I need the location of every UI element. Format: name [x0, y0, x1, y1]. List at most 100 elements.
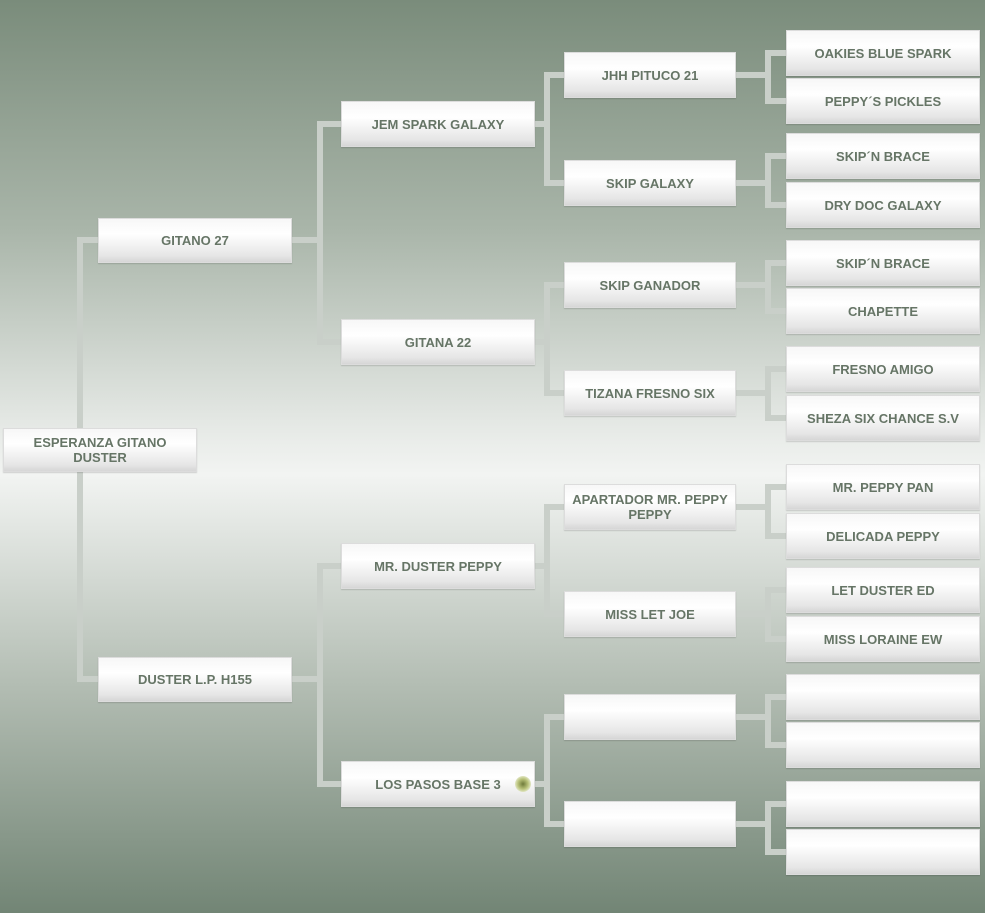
- connector-line: [317, 121, 323, 345]
- connector-line: [765, 742, 786, 748]
- horse-name: JEM SPARK GALAXY: [371, 116, 505, 132]
- connector-line: [77, 676, 98, 682]
- connector-line: [765, 636, 786, 642]
- great-great-grandparent-box[interactable]: MISS LORAINE EW: [786, 616, 980, 662]
- great-great-grandparent-box[interactable]: LET DUSTER ED: [786, 567, 980, 613]
- subject-box[interactable]: ESPERANZA GITANO DUSTER: [3, 428, 197, 472]
- horse-name: LOS PASOS BASE 3: [375, 776, 501, 792]
- connector-line: [765, 587, 771, 642]
- great-great-grandparent-box[interactable]: MR. PEPPY PAN: [786, 464, 980, 510]
- horse-name: GITANA 22: [404, 334, 472, 350]
- great-great-grandparent-box[interactable]: SKIP´N BRACE: [786, 240, 980, 286]
- connector-line: [544, 504, 550, 617]
- parent-box[interactable]: DUSTER L.P. H155: [98, 656, 292, 702]
- connector-line: [765, 694, 786, 700]
- connector-line: [765, 801, 771, 855]
- connector-line: [544, 390, 564, 396]
- great-great-grandparent-box[interactable]: [786, 674, 980, 720]
- great-great-grandparent-box[interactable]: [786, 829, 980, 875]
- connector-line: [765, 694, 771, 748]
- parent-box[interactable]: GITANO 27: [98, 217, 292, 263]
- horse-name: SKIP GANADOR: [599, 277, 701, 293]
- grandparent-box[interactable]: JEM SPARK GALAXY: [341, 101, 535, 147]
- great-great-grandparent-box[interactable]: [786, 781, 980, 827]
- great-grandparent-box[interactable]: SKIP GANADOR: [564, 262, 736, 308]
- great-great-grandparent-box[interactable]: CHAPETTE: [786, 288, 980, 334]
- great-great-grandparent-box[interactable]: SKIP´N BRACE: [786, 133, 980, 179]
- connector-line: [765, 153, 786, 159]
- connector-line: [544, 72, 564, 78]
- connector-line: [77, 237, 98, 243]
- connector-line: [736, 180, 771, 186]
- connector-line: [544, 714, 564, 720]
- horse-name: OAKIES BLUE SPARK: [814, 45, 952, 61]
- horse-name: DUSTER L.P. H155: [138, 671, 252, 687]
- connector-line: [765, 98, 786, 104]
- connector-line: [736, 714, 771, 720]
- connector-line: [765, 366, 786, 372]
- horse-name: SKIP´N BRACE: [836, 148, 930, 164]
- connector-line: [736, 504, 771, 510]
- connector-line: [544, 282, 550, 396]
- great-grandparent-box[interactable]: [564, 694, 736, 740]
- connector-line: [544, 180, 564, 186]
- connector-line: [765, 50, 786, 56]
- grandparent-box[interactable]: MR. DUSTER PEPPY: [341, 543, 535, 589]
- horse-name: PEPPY´S PICKLES: [824, 93, 942, 109]
- connector-line: [765, 801, 786, 807]
- great-grandparent-box[interactable]: [564, 801, 736, 847]
- connector-line: [544, 282, 564, 288]
- connector-line: [317, 121, 341, 127]
- horse-name: DRY DOC GALAXY: [824, 197, 942, 213]
- connector-line: [736, 611, 771, 617]
- connector-line: [292, 237, 323, 243]
- horse-name: MR. DUSTER PEPPY: [374, 558, 502, 574]
- connector-line: [317, 563, 323, 787]
- connector-line: [765, 415, 786, 421]
- horse-name: LET DUSTER ED: [831, 582, 935, 598]
- connector-line: [765, 260, 771, 314]
- connector-line: [292, 676, 323, 682]
- horse-name: CHAPETTE: [847, 303, 919, 319]
- great-grandparent-box[interactable]: SKIP GALAXY: [564, 160, 736, 206]
- horse-name: MISS LORAINE EW: [823, 631, 943, 647]
- connector-line: [765, 308, 786, 314]
- horse-name: SKIP´N BRACE: [836, 255, 930, 271]
- connector-line: [736, 821, 771, 827]
- connector-line: [544, 72, 550, 186]
- great-grandparent-box[interactable]: APARTADOR MR. PEPPY PEPPY: [564, 484, 736, 530]
- horse-name: TIZANA FRESNO SIX: [585, 385, 715, 401]
- grandparent-box[interactable]: LOS PASOS BASE 3: [341, 761, 535, 807]
- connector-line: [317, 781, 341, 787]
- horse-name: MISS LET JOE: [605, 606, 695, 622]
- connector-line: [535, 563, 550, 569]
- great-grandparent-box[interactable]: TIZANA FRESNO SIX: [564, 370, 736, 416]
- connector-line: [765, 50, 771, 104]
- horse-name: APARTADOR MR. PEPPY PEPPY: [572, 492, 728, 522]
- great-great-grandparent-box[interactable]: DELICADA PEPPY: [786, 513, 980, 559]
- connector-line: [765, 366, 771, 421]
- connector-line: [765, 533, 786, 539]
- connector-line: [765, 484, 771, 539]
- connector-line: [765, 849, 786, 855]
- horse-name: FRESNO AMIGO: [832, 361, 934, 377]
- great-grandparent-box[interactable]: MISS LET JOE: [564, 591, 736, 637]
- great-great-grandparent-box[interactable]: SHEZA SIX CHANCE S.V: [786, 395, 980, 441]
- great-great-grandparent-box[interactable]: DRY DOC GALAXY: [786, 182, 980, 228]
- grandparent-box[interactable]: GITANA 22: [341, 319, 535, 365]
- great-great-grandparent-box[interactable]: OAKIES BLUE SPARK: [786, 30, 980, 76]
- great-great-grandparent-box[interactable]: FRESNO AMIGO: [786, 346, 980, 392]
- connector-line: [765, 587, 786, 593]
- connector-line: [765, 153, 771, 208]
- connector-line: [736, 72, 771, 78]
- horse-name: MR. PEPPY PAN: [832, 479, 934, 495]
- connector-line: [765, 260, 786, 266]
- horse-name: DELICADA PEPPY: [826, 528, 940, 544]
- great-grandparent-box[interactable]: JHH PITUCO 21: [564, 52, 736, 98]
- horse-name: SHEZA SIX CHANCE S.V: [807, 410, 959, 426]
- horse-name: SKIP GALAXY: [606, 175, 694, 191]
- great-great-grandparent-box[interactable]: [786, 722, 980, 768]
- great-great-grandparent-box[interactable]: PEPPY´S PICKLES: [786, 78, 980, 124]
- connector-line: [544, 504, 564, 510]
- breeder-seal-icon: [515, 776, 531, 792]
